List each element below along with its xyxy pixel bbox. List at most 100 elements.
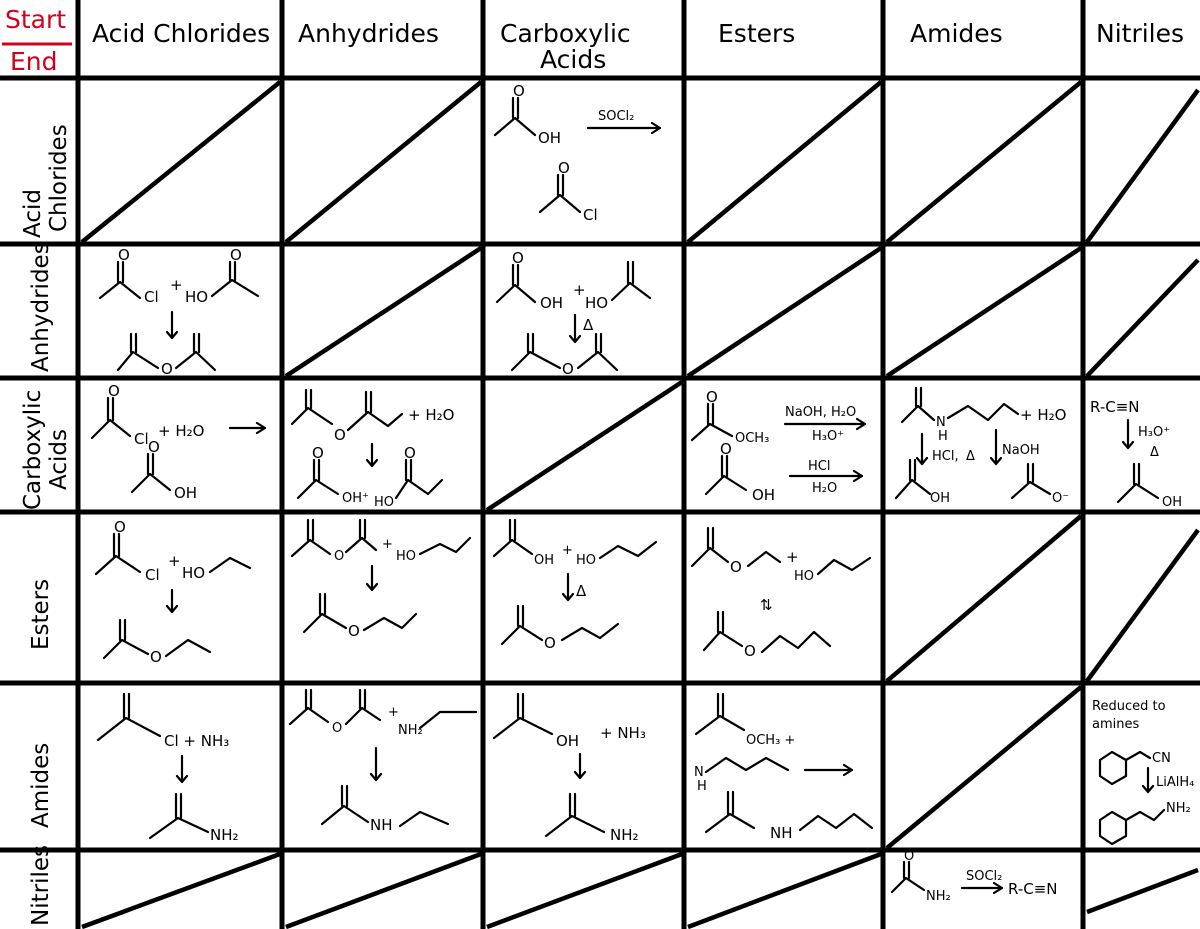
col-header-carboxylic: Carboxylic: [500, 19, 631, 48]
reagent-naoh: NaOH: [1002, 443, 1040, 458]
cell-acid-chloride-to-ester: O Cl + HO O: [94, 518, 252, 666]
reagent-h2o: + H₂O: [158, 422, 204, 440]
plus: +: [170, 276, 183, 294]
atom-ho: HO: [185, 288, 208, 306]
col-header-anhydrides: Anhydrides: [298, 19, 439, 48]
group-och3: OCH₃: [735, 431, 769, 446]
reagent-h2o: H₂O: [812, 481, 837, 496]
atom-oh: OH: [540, 294, 563, 312]
row-header-anhydrides: Anhydrides: [28, 242, 54, 372]
atom-oh: OH: [752, 486, 775, 504]
atom-oh: OH: [1162, 495, 1182, 510]
atom-nh2: NH₂: [1166, 801, 1191, 816]
atom-o: O: [513, 82, 525, 100]
plus: +: [573, 281, 586, 299]
cell-carboxylic-to-ester: OH + HO Δ O: [492, 518, 658, 652]
atom-o: O: [118, 246, 130, 264]
atom-h: H: [938, 429, 948, 444]
atom-o-2: O: [404, 444, 416, 462]
atom-nh: NH: [370, 816, 393, 834]
plus: +: [382, 537, 393, 552]
cell-carboxylic-to-anhydride: O OH + HO Δ O: [495, 249, 652, 378]
atom-o: O: [512, 249, 524, 267]
row-header-esters: Esters: [28, 579, 54, 650]
delta-symbol: Δ: [966, 449, 975, 464]
reagent-h3o: H₃O⁺: [1138, 425, 1170, 440]
cell-carboxylic-to-acid-chloride: O OH SOCl₂ O Cl: [493, 82, 662, 224]
atom-o-bridge: O: [161, 360, 173, 378]
atom-oh-plus: OH⁺: [342, 491, 369, 506]
atom-n: N: [936, 415, 946, 430]
plus: +: [168, 552, 181, 570]
atom-o-2: O: [230, 246, 242, 264]
cell-ester-to-carboxylic: O OCH₃ NaOH, H₂O H₃O⁺ HCl H₂O O OH: [690, 388, 867, 504]
reagent-h2o: + H₂O: [1020, 406, 1066, 424]
atom-o-bridge: O: [332, 721, 342, 736]
atom-o: O: [348, 622, 360, 640]
cell-anhydride-to-ester: O + HO O: [290, 518, 472, 640]
atom-h: H: [697, 779, 707, 794]
reactant-cl-nh3: Cl + NH₃: [164, 732, 229, 750]
reagent-lialh4: LiAlH₄: [1156, 775, 1194, 790]
reagent-nh3: + NH₃: [600, 724, 646, 742]
atom-o-2: O: [720, 440, 732, 458]
atom-o: O: [312, 444, 324, 462]
atom-nh: NH: [770, 824, 793, 842]
atom-o-bridge: O: [334, 426, 346, 444]
atom-cl: Cl: [145, 566, 160, 584]
cell-nitrile-to-amine: Reduced to amines CN LiAlH₄ NH₂: [1092, 699, 1194, 846]
cell-amide-to-carboxylic: N H + H₂O HCl, Δ NaOH OH O⁻: [894, 386, 1069, 506]
delta-symbol: Δ: [583, 316, 594, 334]
end-label: End: [10, 47, 58, 76]
reagent-socl2: SOCl₂: [598, 109, 634, 124]
atom-o-2: O: [744, 642, 756, 660]
note-reduced: Reduced to: [1092, 699, 1166, 714]
atom-o: O: [730, 558, 742, 576]
cell-amide-to-nitrile: O NH₂ SOCl₂ R-C≡N: [890, 849, 1058, 904]
atom-o-2: O: [558, 159, 570, 177]
atom-o-bridge: O: [334, 549, 344, 564]
atom-oh: OH: [174, 484, 197, 502]
cell-anhydride-to-carboxylic: O + H₂O O OH⁺ HO O: [290, 388, 454, 510]
plus: +: [786, 548, 799, 566]
atom-ho: HO: [576, 553, 596, 568]
corner-cell: Start End: [2, 5, 72, 76]
atom-oh: OH: [534, 553, 554, 568]
row-header-nitriles: Nitriles: [28, 845, 54, 926]
atom-cl: Cl: [583, 206, 598, 224]
cell-nitrile-to-carboxylic: R-C≡N H₃O⁺ Δ OH: [1090, 398, 1182, 510]
atom-o: O: [544, 634, 556, 652]
cell-acid-chloride-to-anhydride: O Cl + HO O O: [98, 246, 260, 378]
plus: +: [562, 543, 573, 558]
atom-o-2: O: [148, 438, 160, 456]
atom-nh2: NH₂: [610, 826, 639, 844]
atom-o-bridge: O: [562, 360, 574, 378]
atom-o: O: [108, 382, 120, 400]
delta-symbol: Δ: [1150, 445, 1159, 460]
atom-ho: HO: [396, 549, 416, 564]
atom-o: O: [904, 849, 914, 864]
atom-o-bridge: O: [150, 648, 162, 666]
atom-o: O: [114, 518, 126, 536]
atom-o: O: [706, 388, 718, 406]
plus: +: [388, 705, 399, 720]
atom-nh2: NH₂: [398, 723, 423, 738]
col-header-esters: Esters: [718, 19, 795, 48]
atom-oh: OH: [538, 129, 561, 147]
group-och3: OCH₃ +: [746, 733, 795, 748]
atom-ho: HO: [182, 564, 205, 582]
row-headers: Acid Chlorides Anhydrides Carboxylic Aci…: [20, 124, 72, 926]
reagent-naoh-h2o: NaOH, H₂O: [785, 405, 856, 420]
atom-ho: HO: [794, 569, 814, 584]
column-headers: Acid Chlorides Anhydrides Carboxylic Aci…: [92, 19, 1184, 74]
cell-ester-to-amide: OCH₃ + N H NH: [694, 692, 874, 842]
row-header-acids: Acids: [46, 429, 72, 490]
reagent-hcl: HCl: [808, 459, 830, 474]
atom-ho: HO: [585, 294, 608, 312]
atom-oh: OH: [556, 732, 579, 750]
reagent-h3o: H₃O⁺: [812, 429, 844, 444]
atom-cl: Cl: [144, 288, 159, 306]
reagent-h2o: + H₂O: [408, 406, 454, 424]
